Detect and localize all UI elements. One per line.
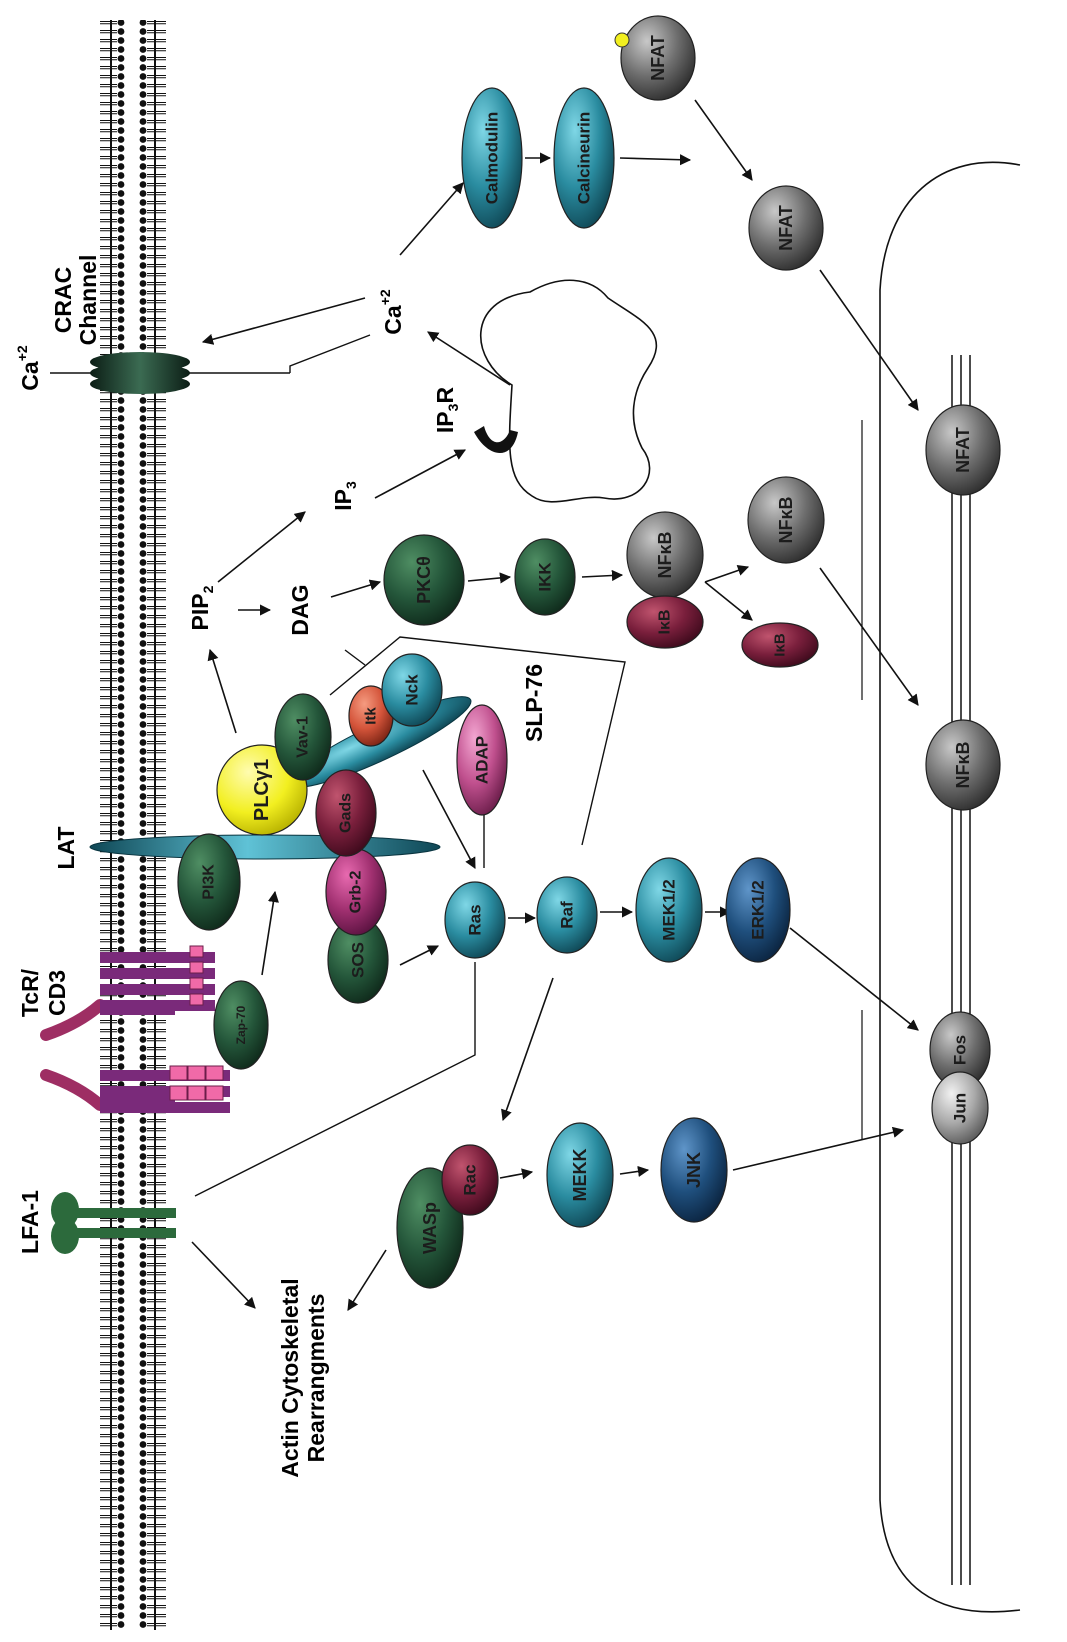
nfat-phos-node xyxy=(620,15,696,101)
grb-2-label: Grb-2 xyxy=(348,871,365,914)
crac-channel xyxy=(50,352,290,394)
raf-label: Raf xyxy=(558,901,577,929)
nck-node xyxy=(381,653,443,727)
pkc-node xyxy=(383,534,465,626)
nfkb-complex-label: NFκB xyxy=(655,531,675,578)
erk-node xyxy=(725,857,791,963)
mek-node xyxy=(635,857,703,963)
lat-bar xyxy=(89,834,441,860)
rac-label: Rac xyxy=(461,1164,480,1195)
plasma-membrane xyxy=(100,20,166,1630)
ras-node xyxy=(444,881,506,959)
dag-label: DAG xyxy=(287,584,313,635)
slp-76-label: SLP-76 xyxy=(521,664,547,742)
jnk-label: JNK xyxy=(684,1152,704,1188)
crac-label: CRAC xyxy=(50,267,76,333)
actin-label-line-2: Rearrangments xyxy=(303,1294,329,1463)
nfkb-nuc-label: NFκB xyxy=(953,741,973,788)
gads-node xyxy=(315,769,377,857)
fos-label: Fos xyxy=(951,1035,970,1065)
raf-node xyxy=(536,876,598,954)
nfat-nuc-node xyxy=(925,404,1001,496)
ip3-label: IP3 xyxy=(330,481,359,511)
jnk-node xyxy=(660,1117,728,1223)
calmodulin-node xyxy=(461,87,523,229)
calmodulin-label: Calmodulin xyxy=(483,112,502,205)
lfa-1-integrin xyxy=(51,1192,176,1254)
pip2-label: PIP2 xyxy=(187,585,216,630)
jun-label: Jun xyxy=(951,1093,970,1123)
mekk-label: MEKK xyxy=(570,1149,590,1202)
cd3-label: CD3 xyxy=(44,970,70,1016)
mekk-node xyxy=(546,1122,614,1228)
ca-inside-label: Ca+2 xyxy=(377,289,406,335)
adap-node xyxy=(456,704,508,816)
actin-label-line-1: Actin Cytoskeletal xyxy=(277,1278,303,1477)
ikb-complex-label: IκB xyxy=(657,610,674,635)
channel-label: Channel xyxy=(75,255,101,346)
nck-label: Nck xyxy=(403,674,422,706)
rac-node xyxy=(441,1144,499,1216)
nfkb-free-node xyxy=(747,476,825,564)
ikb-complex-node xyxy=(626,595,704,649)
signal-arrows xyxy=(191,99,919,1311)
connector-lines xyxy=(194,334,626,1197)
mek-label: MEK1/2 xyxy=(660,879,679,940)
ikk-label: IKK xyxy=(536,562,555,592)
nfat-nuc-label: NFAT xyxy=(953,427,973,473)
ikk-node xyxy=(514,538,576,616)
calcineurin-label: Calcineurin xyxy=(575,112,594,205)
erk-label: ERK1/2 xyxy=(749,880,768,940)
diagram-labels: LFA-1 TcR/ CD3 LAT Ca+2 CRAC Channel Act… xyxy=(14,255,547,1478)
lfa-1-label: LFA-1 xyxy=(17,1190,43,1254)
nfkb-nuc-node xyxy=(925,719,1001,811)
lat-label: LAT xyxy=(53,826,79,869)
nfat-phos-label: NFAT xyxy=(648,35,668,81)
nfat-cyto-node xyxy=(748,185,824,271)
zap-70-node xyxy=(213,980,269,1070)
molecule-labels: Zap-70 PI3K SOS Grb-2 Gads PLCγ1 Vav-1 I… xyxy=(201,35,974,1254)
tcr-cd3-complex xyxy=(40,945,230,1113)
endoplasmic-reticulum xyxy=(480,279,658,503)
itk-label: Itk xyxy=(363,707,380,725)
vav-1-node xyxy=(274,693,332,781)
ikb-free-node xyxy=(741,622,819,668)
ip3r-label: IP3R xyxy=(432,387,461,434)
jun-node xyxy=(931,1071,989,1145)
calcineurin-node xyxy=(553,87,615,229)
adap-label: ADAP xyxy=(473,736,492,784)
nuclear-membrane xyxy=(951,355,971,1585)
ras-label: Ras xyxy=(466,904,485,935)
molecules xyxy=(177,15,1001,1289)
nfkb-free-label: NFκB xyxy=(776,496,796,543)
ca-outside-label: Ca+2 xyxy=(14,345,43,391)
pi3k-node xyxy=(177,833,241,931)
ip3-receptor xyxy=(474,426,518,454)
wasp-label: WASp xyxy=(420,1202,440,1254)
sos-label: SOS xyxy=(349,942,368,978)
pi3k-label: PI3K xyxy=(201,864,218,900)
zap-70-label: Zap-70 xyxy=(234,1005,248,1044)
nucleus-envelope xyxy=(879,161,1021,1613)
tcr-label: TcR/ xyxy=(17,968,43,1017)
nfat-cyto-label: NFAT xyxy=(776,205,796,251)
vav-1-label: Vav-1 xyxy=(295,716,312,758)
gads-label: Gads xyxy=(338,793,355,833)
nfat-phosphate-dot xyxy=(614,32,630,48)
ikb-free-label: IκB xyxy=(772,633,789,657)
plcg1-label: PLCγ1 xyxy=(251,759,273,821)
pkc-label: PKCθ xyxy=(414,556,434,604)
